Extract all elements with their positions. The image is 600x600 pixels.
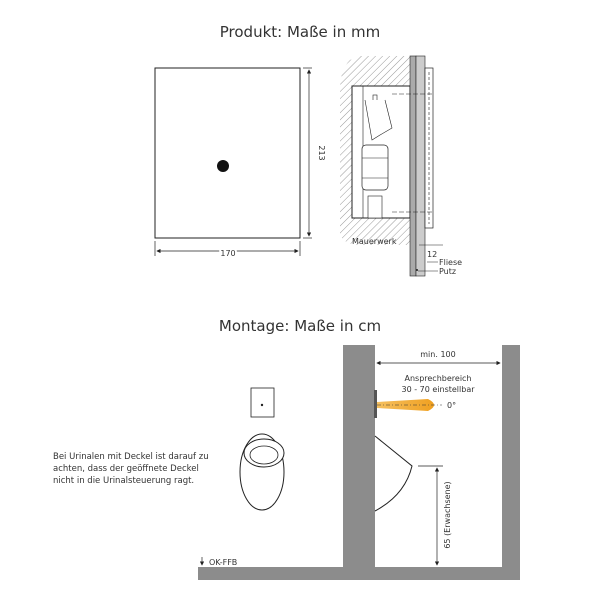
tile-label: Fliese: [439, 258, 462, 267]
depth-label: 12: [427, 250, 437, 259]
angle-label: 0°: [447, 401, 456, 410]
section-view: Mauerwerk 12 Fliese Putz: [340, 55, 462, 277]
right-wall: [502, 345, 520, 580]
sensor-dot: [217, 160, 229, 172]
side-view: min. 100 Ansprechbereich 30 - 70 einstel…: [198, 345, 520, 580]
min-distance-label: min. 100: [420, 350, 455, 359]
width-dimension: 170: [154, 241, 301, 260]
sensor-side: [374, 390, 377, 418]
floor: [198, 567, 520, 580]
plaster-label: Putz: [439, 267, 456, 276]
left-wall: [343, 345, 375, 580]
height-dimension: 213: [303, 67, 326, 239]
height-label: 213: [317, 145, 326, 160]
front-view: [239, 387, 285, 511]
range-label-2: 30 - 70 einstellbar: [401, 385, 475, 394]
floor-marker: OK-FFB: [199, 557, 237, 567]
front-plate: [154, 67, 301, 239]
lid-note: Bei Urinalen mit Deckel ist darauf zu ac…: [53, 452, 209, 486]
wall-label: Mauerwerk: [352, 237, 397, 246]
svg-text:achten, dass der geöffnete Dec: achten, dass der geöffnete Deckel: [53, 464, 199, 474]
mounting-title: Montage: Maße in cm: [219, 317, 381, 335]
urinal-side: [374, 435, 413, 512]
svg-text:OK-FFB: OK-FFB: [209, 558, 237, 567]
svg-text:Bei Urinalen mit Deckel ist da: Bei Urinalen mit Deckel ist darauf zu: [53, 452, 209, 462]
range-label-1: Ansprechbereich: [404, 374, 471, 383]
svg-text:nicht in die Urinalsteuerung r: nicht in die Urinalsteuerung ragt.: [53, 476, 194, 486]
product-title: Produkt: Maße in mm: [220, 23, 380, 41]
height-65-label: 65 (Erwachsene): [443, 481, 452, 548]
width-label: 170: [220, 249, 235, 258]
